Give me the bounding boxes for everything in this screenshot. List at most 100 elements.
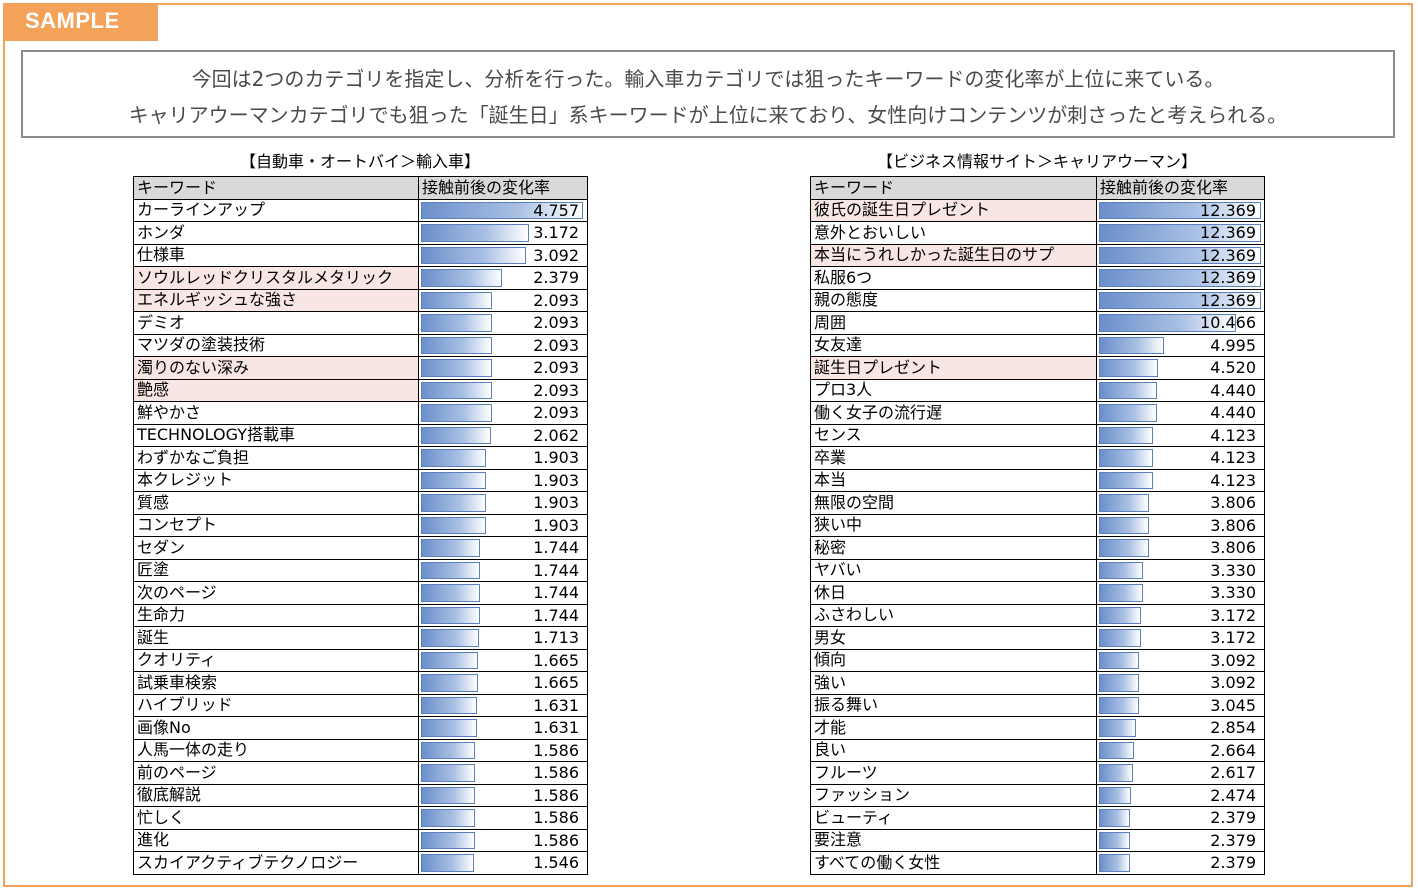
rate-value: 1.744 (533, 605, 579, 625)
rate-value: 3.172 (1210, 628, 1256, 647)
keyword-cell: 才能 (810, 716, 1097, 740)
rate-value: 3.092 (1210, 673, 1256, 692)
sample-badge: SAMPLE (3, 3, 158, 41)
data-bar (421, 764, 475, 782)
summary-line-1: 今回は2つのカテゴリを指定し、分析を行った。輸入車カテゴリでは狙ったキーワードの… (191, 67, 1225, 91)
data-bar (1099, 449, 1153, 467)
rate-value: 1.903 (533, 470, 579, 490)
rate-value: 10.466 (1200, 313, 1256, 332)
rate-cell: 2.093 (418, 356, 588, 380)
rate-value: 1.665 (533, 650, 579, 670)
rate-cell: 2.062 (418, 423, 588, 447)
data-bar (1099, 561, 1143, 579)
rate-value: 1.744 (533, 538, 579, 557)
rate-cell: 2.664 (1096, 738, 1265, 762)
rate-cell: 12.369 (1096, 288, 1265, 312)
rate-value: 1.586 (533, 808, 579, 827)
data-bar (421, 201, 583, 219)
rate-value: 1.665 (533, 673, 579, 692)
rate-cell: 4.123 (1096, 468, 1265, 492)
rate-value: 1.744 (533, 560, 579, 580)
rate-cell: 2.379 (1096, 806, 1265, 830)
rate-cell: 3.172 (1096, 603, 1265, 627)
rate-cell: 1.744 (418, 536, 588, 560)
rate-cell: 2.093 (418, 401, 588, 425)
rate-value: 2.379 (1210, 830, 1256, 850)
rate-cell: 1.903 (418, 513, 588, 537)
rate-value: 2.093 (533, 358, 579, 377)
data-bar (421, 629, 479, 647)
keyword-cell: 本当にうれしかった誕生日のサプ (810, 243, 1097, 267)
data-bar (421, 719, 477, 737)
keyword-cell: 周囲 (810, 311, 1097, 335)
keyword-cell: 本クレジット (133, 468, 419, 492)
keyword-cell: 誕生 (133, 626, 419, 650)
rate-value: 3.806 (1210, 538, 1256, 557)
keyword-cell: スカイアクティブテクノロジー (133, 851, 419, 875)
keyword-cell: セダン (133, 536, 419, 560)
data-bar (421, 449, 486, 467)
rate-cell: 1.586 (418, 761, 588, 785)
data-bar (1099, 831, 1130, 849)
rate-value: 2.617 (1210, 763, 1256, 782)
rate-value: 1.586 (533, 785, 579, 805)
table-row: セダン 1.744 (133, 536, 588, 560)
rate-cell: 12.369 (1096, 266, 1265, 290)
rate-value: 2.093 (533, 380, 579, 400)
rate-value: 4.123 (1210, 425, 1256, 445)
rate-value: 12.369 (1200, 290, 1256, 310)
rate-cell: 4.520 (1096, 356, 1265, 380)
rate-cell: 10.466 (1096, 311, 1265, 335)
rate-cell: 2.093 (418, 288, 588, 312)
data-bar (421, 246, 526, 264)
rate-cell: 3.806 (1096, 513, 1265, 537)
rate-value: 3.806 (1210, 515, 1256, 535)
rate-cell: 1.546 (418, 851, 588, 875)
rate-column-header: 接触前後の変化率 (1096, 176, 1265, 200)
left-table-title: 【自動車・オートバイ＞輸入車】 (239, 152, 480, 171)
rate-value: 4.995 (1210, 335, 1256, 355)
keyword-cell: エネルギッシュな強さ (133, 288, 419, 312)
keyword-cell: 誕生日プレゼント (810, 356, 1097, 380)
keyword-cell: 要注意 (810, 828, 1097, 852)
data-bar (421, 269, 502, 287)
data-bar (421, 539, 480, 557)
data-bar (1099, 201, 1261, 219)
keyword-cell: ソウルレッドクリスタルメタリック (133, 266, 419, 290)
data-bar (1099, 539, 1149, 557)
table-row: 濁りのない深み 2.093 (133, 356, 588, 380)
rate-value: 4.123 (1210, 448, 1256, 467)
data-bar (1099, 696, 1139, 714)
table-row: クオリティ 1.665 (133, 648, 588, 672)
keyword-cell: ヤバい (810, 558, 1097, 582)
rate-value: 4.440 (1210, 380, 1256, 400)
keyword-cell: 秘密 (810, 536, 1097, 560)
data-bar (421, 224, 529, 242)
keyword-cell: 卒業 (810, 446, 1097, 470)
rate-cell: 2.379 (1096, 828, 1265, 852)
keyword-cell: 濁りのない深み (133, 356, 419, 380)
data-bar (1099, 224, 1261, 242)
data-bar (1099, 471, 1153, 489)
keyword-cell: クオリティ (133, 648, 419, 672)
data-bar (421, 561, 480, 579)
rate-value: 3.172 (533, 223, 579, 242)
rate-cell: 2.474 (1096, 783, 1265, 807)
rate-cell: 12.369 (1096, 221, 1265, 245)
